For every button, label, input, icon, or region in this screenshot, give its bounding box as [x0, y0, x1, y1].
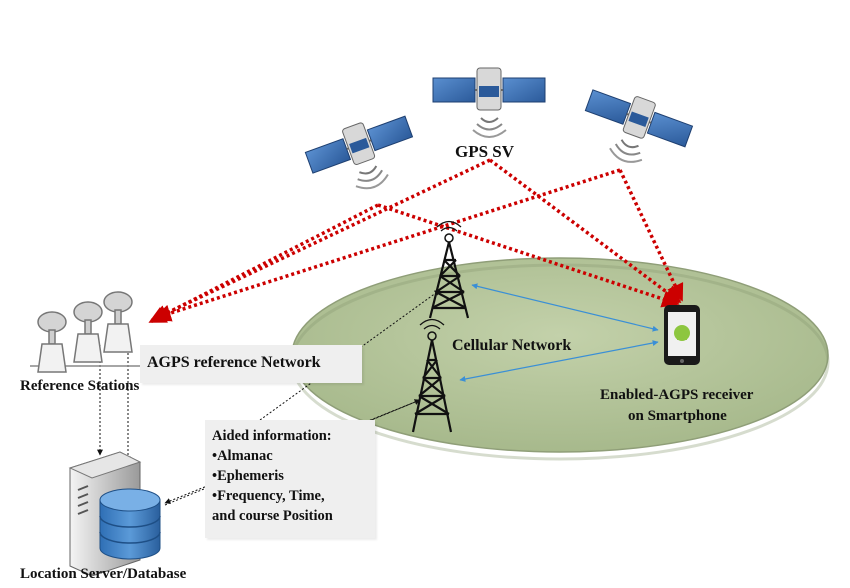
- receiver-label-line2: on Smartphone: [628, 408, 727, 424]
- aided-item-frequency-time: •Frequency, Time,: [212, 488, 325, 504]
- aided-item-almanac: •Almanac: [212, 448, 273, 464]
- aided-item-course-position: and course Position: [212, 508, 333, 524]
- aided-item-ephemeris: •Ephemeris: [212, 468, 284, 484]
- location-server-label: Location Server/Database: [20, 566, 187, 582]
- cellular-links: [459, 283, 659, 382]
- smartphone-icon: [664, 305, 700, 365]
- cell-tower-icon: [411, 318, 453, 433]
- reference-stations-label: Reference Stations: [20, 378, 140, 394]
- agps-reference-network-label: AGPS reference Network: [147, 354, 321, 371]
- cell-tower-icon: [428, 220, 470, 319]
- database-icon: [99, 488, 161, 560]
- cellular-network-label: Cellular Network: [452, 337, 572, 354]
- aided-information-title: Aided information:: [212, 428, 332, 444]
- gps-antenna-icon: [30, 291, 150, 373]
- aided-information-text: Aided information: •Almanac •Ephemeris •…: [212, 426, 333, 526]
- aided-information-box: [205, 420, 375, 538]
- gps-sv-label: GPS SV: [455, 142, 515, 161]
- agps-reference-network-box: [140, 345, 362, 383]
- satellite-icon: [432, 67, 546, 138]
- receiver-label-line1: Enabled-AGPS receiver: [600, 387, 754, 403]
- satellite-icon: [584, 89, 694, 163]
- gps-signal-links: [148, 158, 684, 324]
- satellite-icon: [304, 115, 414, 190]
